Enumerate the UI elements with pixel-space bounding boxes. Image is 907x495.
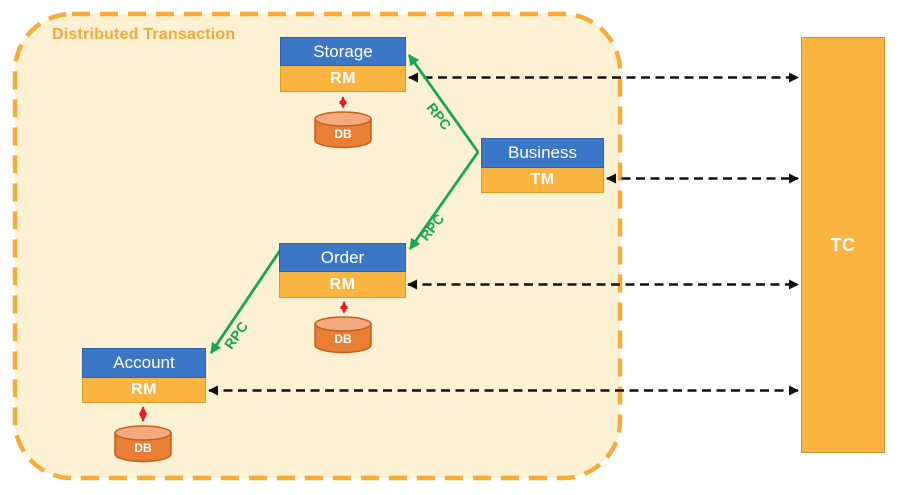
db-label: DB	[334, 332, 352, 346]
storage-rm-box: RM	[280, 66, 406, 92]
rpc-edge-business-storage	[407, 54, 480, 153]
rpc-edge-business-order	[408, 151, 480, 250]
order-rm-box: RM	[279, 272, 406, 298]
boundary-title: Distributed Transaction	[52, 26, 236, 43]
rpc-edge-order-account	[209, 248, 283, 354]
order-db-cylinder: DB	[314, 316, 372, 354]
account-db-cylinder: DB	[114, 425, 172, 463]
storage-app-box: Storage	[280, 37, 406, 66]
tc-box: TC	[801, 37, 885, 453]
order-app-box: Order	[279, 243, 406, 272]
storage-db-cylinder: DB	[314, 111, 372, 149]
business-tm-box: TM	[481, 168, 604, 193]
account-service-node: Account RM	[82, 348, 206, 403]
storage-service-node: Storage RM	[280, 37, 406, 92]
account-rm-box: RM	[82, 378, 206, 403]
order-service-node: Order RM	[279, 243, 406, 298]
account-app-box: Account	[82, 348, 206, 378]
tc-label: TC	[830, 234, 856, 255]
business-app-box: Business	[481, 138, 604, 168]
business-service-node: Business TM	[481, 138, 604, 193]
db-label: DB	[334, 127, 352, 141]
db-label: DB	[134, 441, 152, 455]
